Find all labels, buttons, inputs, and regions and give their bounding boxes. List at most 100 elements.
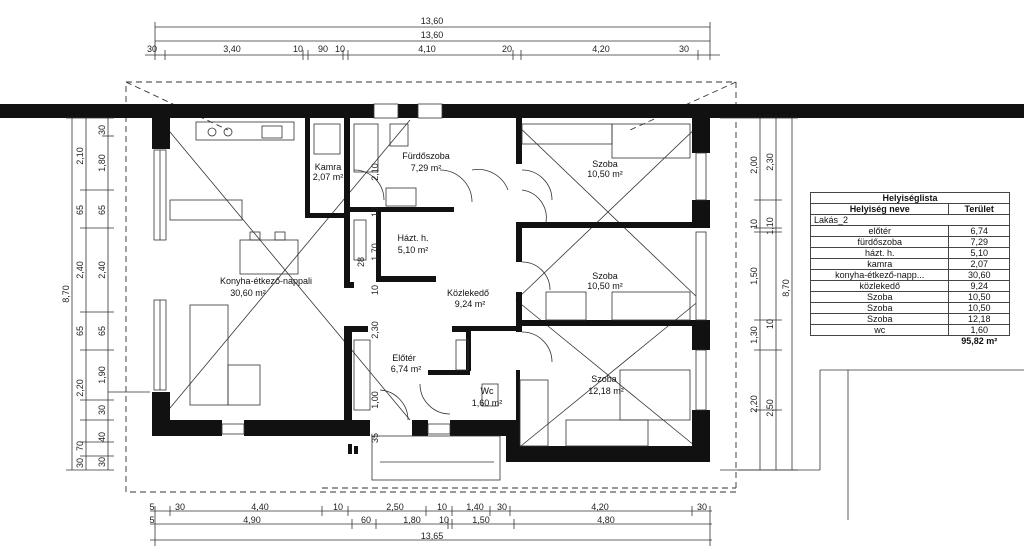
top-segment-dim: 3,40 xyxy=(223,44,241,54)
room-area: 6,74 m² xyxy=(391,364,422,374)
door-swings xyxy=(353,169,553,421)
left-dimensions: 8,70 30 1,80 65 2,40 65 1,90 30 40 30 2,… xyxy=(61,117,150,471)
schedule-room-area: 7,29 xyxy=(948,236,1010,248)
top-total-dimension-2: 13,60 xyxy=(421,30,444,40)
side-frame xyxy=(738,369,1024,520)
top-segment-dim: 20 xyxy=(502,44,512,54)
interior-dim: 10 xyxy=(370,285,380,295)
schedule-room-name: Szoba xyxy=(809,313,950,325)
schedule-room-area: 1,60 xyxy=(948,324,1010,336)
schedule-room-area: 9,24 xyxy=(948,280,1010,292)
bottom-dim-2: 10 xyxy=(439,515,449,525)
entrance-steps xyxy=(348,435,501,481)
left-inner-dim: 65 xyxy=(97,326,107,336)
left-total-dim: 8,70 xyxy=(61,285,71,303)
schedule-room-name: wc xyxy=(809,324,950,336)
top-segment-dim: 90 xyxy=(318,44,328,54)
schedule-total-area: 95,82 m² xyxy=(948,335,1010,346)
schedule-room-area: 2,07 xyxy=(948,258,1010,270)
bottom-dim-2: 1,80 xyxy=(403,515,421,525)
room-name: Házt. h. xyxy=(397,233,428,243)
room-name: Szoba xyxy=(592,159,618,169)
schedule-room-name: Szoba xyxy=(809,291,950,303)
room-area: 2,07 m² xyxy=(313,172,344,182)
schedule-room-name: közlekedő xyxy=(809,280,950,292)
schedule-room-name: konyha-étkező-napp... xyxy=(809,269,950,281)
left-inner-dim: 2,40 xyxy=(97,261,107,279)
bottom-dim-1: 1,40 xyxy=(466,502,484,512)
right-mid-dim: 2,30 xyxy=(765,153,775,171)
room-labels: Kamra 2,07 m² Fürdőszoba 7,29 m² Szoba 1… xyxy=(220,151,624,408)
schedule-col-name-header: Helyiség neve xyxy=(809,203,950,215)
left-inner-dim: 30 xyxy=(97,405,107,415)
room-name: Közlekedő xyxy=(447,288,489,298)
interior-dim: 28 xyxy=(356,257,366,267)
right-inner-dim: 2,00 xyxy=(749,156,759,174)
room-name: Szoba xyxy=(592,271,618,281)
top-segment-dim: 4,10 xyxy=(418,44,436,54)
schedule-room-name: kamra xyxy=(809,258,950,270)
schedule-room-area: 5,10 xyxy=(948,247,1010,259)
bottom-dim-1: 10 xyxy=(437,502,447,512)
schedule-room-area: 12,18 xyxy=(948,313,1010,325)
right-total-dim: 8,70 xyxy=(781,279,791,297)
interior-dim: 1,70 xyxy=(370,243,380,261)
right-mid-dim: 2,50 xyxy=(765,399,775,417)
bottom-dim-2: 4,90 xyxy=(243,515,261,525)
schedule-unit-label: Lakás_2 xyxy=(810,214,1010,226)
left-inner-dim: 1,90 xyxy=(97,366,107,384)
top-segment-dim: 30 xyxy=(679,44,689,54)
schedule-room-area: 30,60 xyxy=(948,269,1010,281)
bottom-total-dim: 13,65 xyxy=(421,531,444,541)
room-name: Előtér xyxy=(392,353,416,363)
table-row: házt. h.5,10 xyxy=(809,247,1010,259)
bottom-dimensions: 5 30 4,40 10 2,50 10 1,40 30 4,20 30 5 4… xyxy=(149,502,712,546)
schedule-room-name: házt. h. xyxy=(809,247,950,259)
bottom-dim-1: 30 xyxy=(175,502,185,512)
right-dimensions: 8,70 2,00 10 1,50 1,30 2,20 2,30 1,10 10… xyxy=(720,117,798,471)
interior-dim: 35 xyxy=(370,433,380,443)
left-inner-dim: 30 xyxy=(97,125,107,135)
schedule-title: Helyiséglista xyxy=(810,192,1010,204)
bottom-dim-2: 1,50 xyxy=(472,515,490,525)
left-inner-dim: 65 xyxy=(97,205,107,215)
exterior-walls xyxy=(152,115,710,462)
bottom-dim-2: 4,80 xyxy=(597,515,615,525)
bottom-dim-1: 30 xyxy=(697,502,707,512)
schedule-room-area: 6,74 xyxy=(948,225,1010,237)
interior-dim: 2,30 xyxy=(370,321,380,339)
room-area: 30,60 m² xyxy=(230,288,266,298)
bottom-dim-1: 10 xyxy=(333,502,343,512)
left-mid-dim: 30 xyxy=(75,458,85,468)
schedule-room-name: előtér xyxy=(809,225,950,237)
table-row: konyha-étkező-napp...30,60 xyxy=(809,269,1010,281)
top-segment-dim: 10 xyxy=(335,44,345,54)
left-inner-dim: 30 xyxy=(97,457,107,467)
windows xyxy=(153,103,707,435)
bottom-dim-2: 60 xyxy=(361,515,371,525)
right-inner-dim: 10 xyxy=(749,219,759,229)
bottom-dim-1: 2,50 xyxy=(386,502,404,512)
bottom-dim-1: 5 xyxy=(149,502,154,512)
room-name: Fürdőszoba xyxy=(402,151,450,161)
bottom-dim-1: 30 xyxy=(497,502,507,512)
room-area: 10,50 m² xyxy=(587,169,623,179)
left-inner-dim: 40 xyxy=(97,432,107,442)
top-total-dimension-1: 13,60 xyxy=(421,16,444,26)
schedule-room-area: 10,50 xyxy=(948,302,1010,314)
room-name: Szoba xyxy=(591,374,617,384)
interior-walls xyxy=(305,118,692,420)
top-segment-dim: 10 xyxy=(293,44,303,54)
left-inner-dim: 1,80 xyxy=(97,154,107,172)
right-inner-dim: 2,20 xyxy=(749,395,759,413)
interior-dim: 1,00 xyxy=(370,391,380,409)
bottom-dim-1: 4,40 xyxy=(251,502,269,512)
